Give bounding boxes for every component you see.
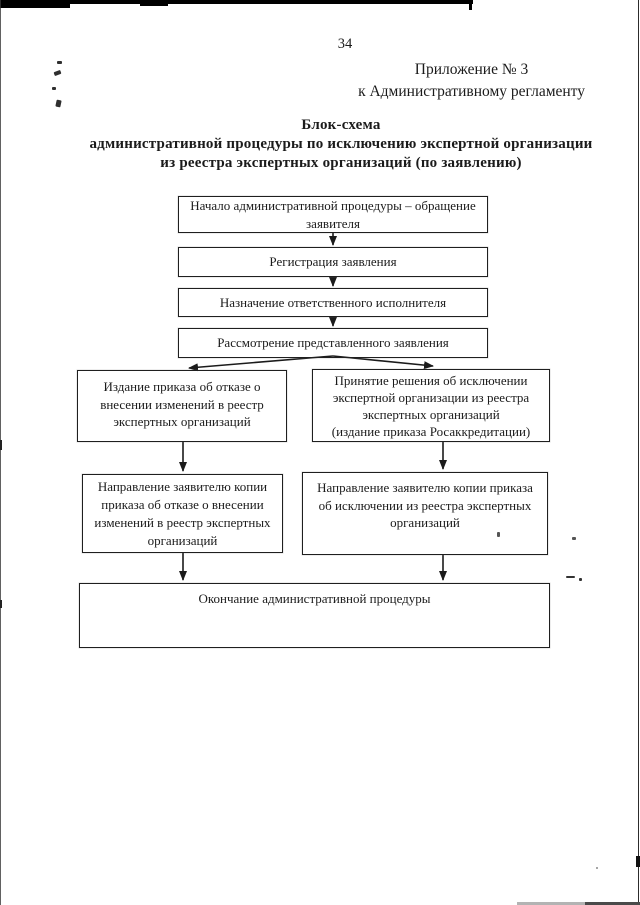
appendix-line-1: Приложение № 3: [414, 61, 529, 78]
scan-artifact-top-stub: [469, 0, 472, 10]
scan-artifact-bottom-bar: [585, 901, 640, 905]
appendix-reference: Приложение № 3 к Административному регла…: [358, 59, 585, 103]
page-number: 34: [337, 36, 353, 52]
box-text-line: Окончание административной процедуры: [198, 591, 431, 606]
scan-artifact-top-edge: [0, 0, 473, 4]
flow-box-start: Начало административной процедуры – обра…: [178, 196, 488, 233]
scan-artifact-left-edge: [0, 0, 2, 905]
ink-speck: [579, 578, 582, 581]
box-text-line: внесении изменений в реестр: [100, 396, 264, 412]
title-line-3: из реестра экспертных организаций (по за…: [160, 155, 522, 171]
flow-box-refusal-order: Издание приказа об отказе о внесении изм…: [77, 370, 287, 442]
ink-speck: [566, 576, 575, 578]
flow-box-registration: Регистрация заявления: [178, 247, 488, 277]
flow-box-send-exclusion-copy: Направление заявителю копии приказа об и…: [302, 472, 548, 555]
document-title: Блок-схема административной процедуры по…: [41, 116, 640, 173]
flow-box-assign-executor: Назначение ответственного исполнителя: [178, 288, 488, 317]
box-text-line: заявителя: [306, 215, 360, 231]
box-text-line: организаций: [147, 532, 218, 548]
scan-artifact-left-tick: [0, 600, 2, 608]
box-text-line: Направление заявителю копии приказа: [317, 480, 533, 495]
ink-speck: [596, 867, 598, 869]
ink-speck: [57, 61, 62, 64]
box-text-line: Издание приказа об отказе о: [103, 379, 261, 394]
flow-box-review-application: Рассмотрение представленного заявления: [178, 328, 488, 358]
title-line-2: административной процедуры по исключению…: [89, 136, 593, 152]
ink-speck: [52, 87, 56, 90]
ink-speck: [572, 537, 576, 540]
flow-box-exclusion-decision: Принятие решения об исключении экспертно…: [312, 369, 550, 442]
scan-artifact-top-left-blob: [0, 0, 70, 8]
scan-artifact-left-tick: [0, 440, 2, 450]
box-text-line: Регистрация заявления: [269, 254, 397, 270]
box-text-line: Направление заявителю копии: [97, 478, 268, 494]
flow-box-send-refusal-copy: Направление заявителю копии приказа об о…: [82, 474, 283, 553]
box-text-line: организаций: [390, 515, 460, 530]
flow-box-end: Окончание административной процедуры: [79, 583, 550, 648]
scan-artifact-bottom-bar: [517, 901, 587, 905]
ink-speck: [53, 69, 62, 77]
ink-speck: [497, 532, 500, 537]
ink-speck: [55, 99, 62, 108]
box-text-line: Принятие решения об исключении: [334, 372, 528, 388]
box-text-line: экспертных организаций: [113, 414, 251, 429]
scan-artifact-right-edge: [637, 0, 640, 905]
box-text-line: об исключении из реестра экспертных: [318, 497, 532, 513]
box-text-line: Назначение ответственного исполнителя: [219, 294, 447, 310]
appendix-line-2: к Административному регламенту: [358, 83, 585, 100]
scan-artifact-right-blob: [636, 856, 640, 867]
title-line-1: Блок-схема: [301, 117, 381, 133]
box-text-line: изменений в реестр экспертных: [94, 514, 271, 530]
box-text-line: Рассмотрение представленного заявления: [217, 335, 449, 351]
box-text-line: (издание приказа Росаккредитации): [331, 423, 531, 439]
box-text-line: приказа об отказе о внесении: [101, 496, 264, 512]
box-text-line: экспертных организаций: [362, 406, 500, 422]
scan-artifact-top-blob: [140, 0, 168, 6]
box-text-line: экспертной организации из реестра: [332, 389, 530, 405]
box-text-line: Начало административной процедуры – обра…: [190, 198, 476, 213]
